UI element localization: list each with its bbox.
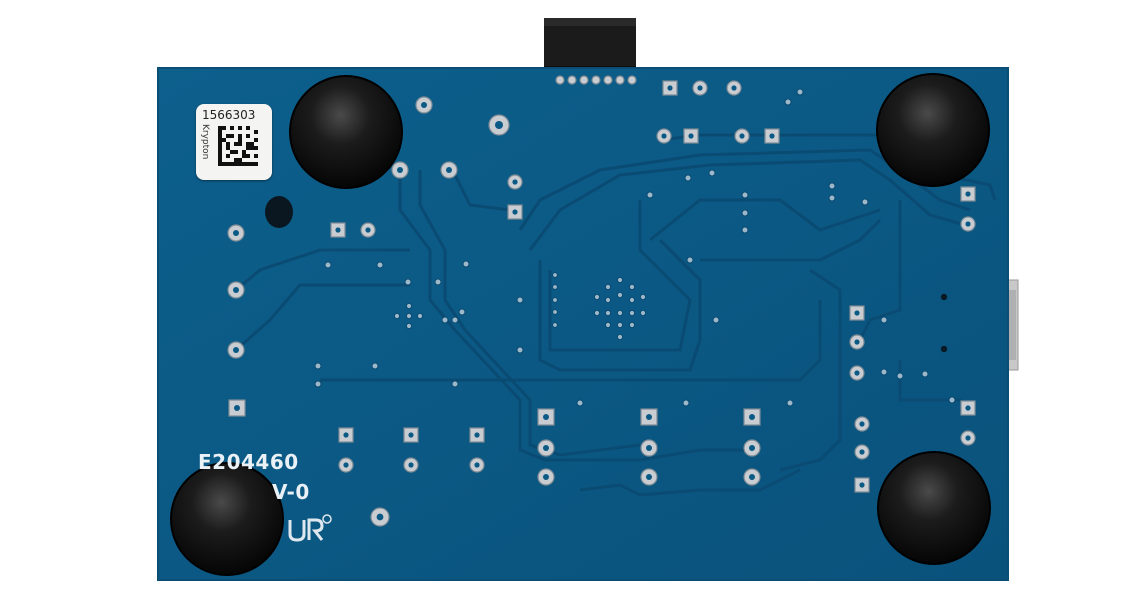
serial-number: 1566303 xyxy=(202,108,256,122)
rubber-foot-bottom-right xyxy=(877,451,991,565)
rubber-foot-top-left xyxy=(289,75,403,189)
rubber-foot-top-right xyxy=(876,73,990,187)
square-pad-holes xyxy=(234,85,971,488)
certification-mark-icon xyxy=(288,514,332,542)
datamatrix-code xyxy=(218,126,258,166)
flame-rating-label: V-0 xyxy=(272,480,310,504)
cert-number-label: E204460 xyxy=(198,450,299,474)
vias xyxy=(314,88,956,407)
pad-holes xyxy=(233,85,971,521)
adhesive-spot xyxy=(265,196,293,228)
rubber-foot-bottom-left xyxy=(170,462,284,576)
header-connector xyxy=(544,18,636,72)
mount-vias xyxy=(940,293,948,353)
brand-label: Krypton xyxy=(200,124,210,160)
serial-sticker: 1566303 Krypton xyxy=(196,104,272,180)
